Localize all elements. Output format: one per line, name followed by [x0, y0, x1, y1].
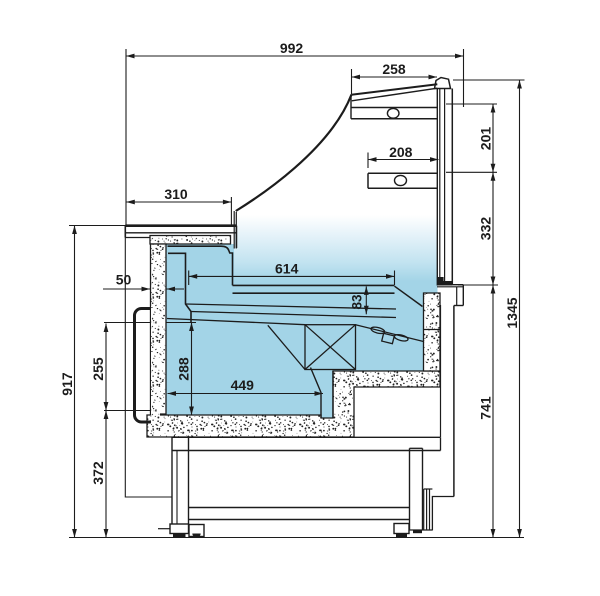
svg-text:50: 50: [116, 272, 132, 288]
svg-text:917: 917: [59, 372, 75, 396]
svg-text:310: 310: [164, 186, 188, 202]
svg-text:83: 83: [350, 294, 365, 310]
svg-text:372: 372: [90, 461, 106, 485]
svg-text:741: 741: [478, 396, 494, 420]
svg-text:449: 449: [231, 377, 255, 393]
svg-text:992: 992: [280, 40, 304, 56]
svg-text:258: 258: [382, 61, 406, 77]
svg-text:1345: 1345: [504, 297, 520, 328]
svg-text:208: 208: [389, 144, 413, 160]
svg-text:614: 614: [275, 260, 299, 276]
svg-text:201: 201: [478, 127, 494, 151]
svg-text:332: 332: [478, 217, 494, 241]
svg-text:255: 255: [90, 357, 106, 381]
svg-text:288: 288: [176, 357, 192, 381]
